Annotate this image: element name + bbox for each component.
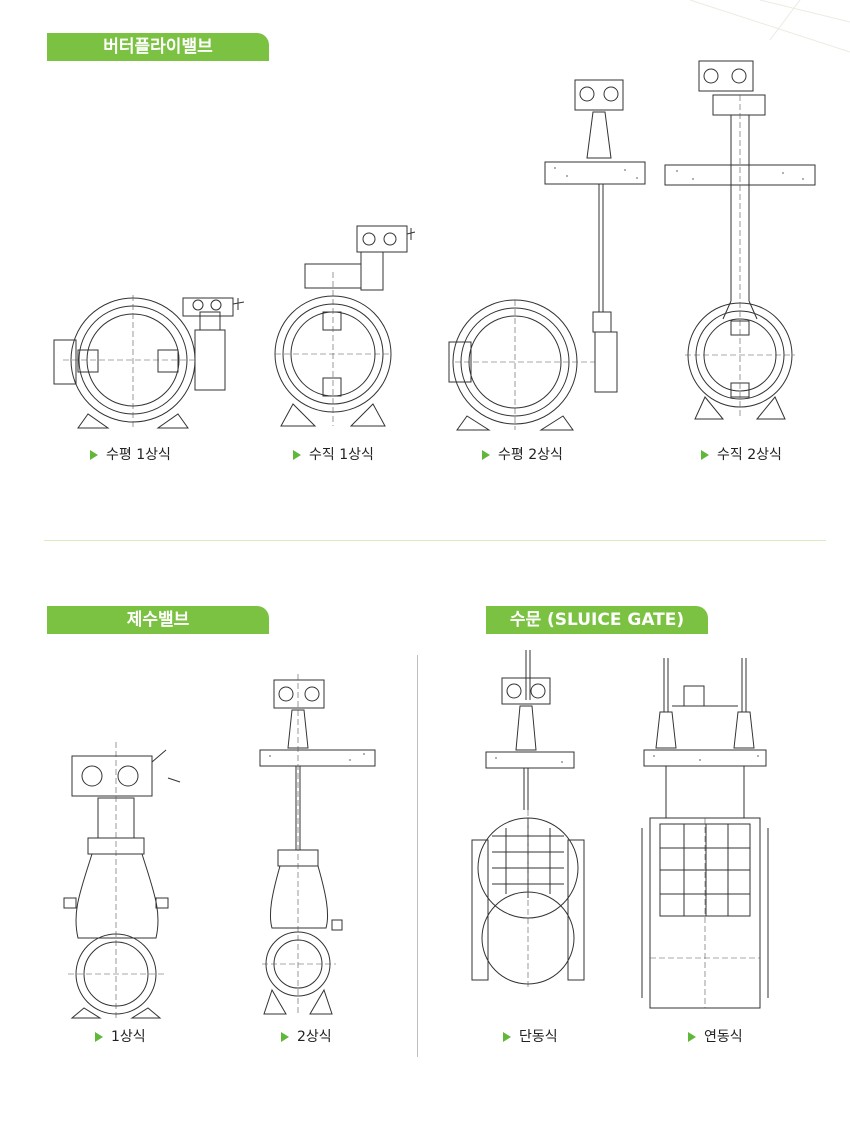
caption-vertical-1stage: 수직 1상식 [293, 446, 374, 464]
bullet-triangle-icon [482, 450, 490, 460]
bullet-triangle-icon [701, 450, 709, 460]
caption-vertical-2stage: 수직 2상식 [701, 446, 782, 464]
bullet-triangle-icon [293, 450, 301, 460]
section-vertical-divider [417, 655, 418, 1057]
caption-control-1stage: 1상식 [95, 1028, 146, 1046]
bullet-triangle-icon [95, 1032, 103, 1042]
bullet-triangle-icon [503, 1032, 511, 1042]
butterfly-horizontal-2stage-drawing [445, 72, 645, 434]
section-divider [44, 540, 826, 541]
section-title-sluice-gate: 수문 (SLUICE GATE) [486, 606, 708, 634]
sluice-gate-single-drawing [472, 650, 584, 1000]
butterfly-horizontal-1stage-drawing [48, 290, 248, 432]
bullet-triangle-icon [281, 1032, 289, 1042]
caption-horizontal-1stage: 수평 1상식 [90, 446, 171, 464]
caption-sluice-linked: 연동식 [688, 1028, 743, 1046]
butterfly-vertical-2stage-drawing [665, 55, 815, 430]
caption-horizontal-2stage: 수평 2상식 [482, 446, 563, 464]
control-valve-1stage-drawing [58, 742, 188, 1022]
bullet-triangle-icon [688, 1032, 696, 1042]
bullet-triangle-icon [90, 450, 98, 460]
section-title-control-valve: 제수밸브 [47, 606, 269, 634]
caption-sluice-single: 단동식 [503, 1028, 558, 1046]
butterfly-vertical-1stage-drawing [275, 212, 415, 430]
control-valve-2stage-drawing [260, 674, 375, 1024]
caption-control-2stage: 2상식 [281, 1028, 332, 1046]
section-title-butterfly-valve: 버터플라이밸브 [47, 33, 269, 61]
sluice-gate-linked-drawing [640, 658, 770, 1016]
